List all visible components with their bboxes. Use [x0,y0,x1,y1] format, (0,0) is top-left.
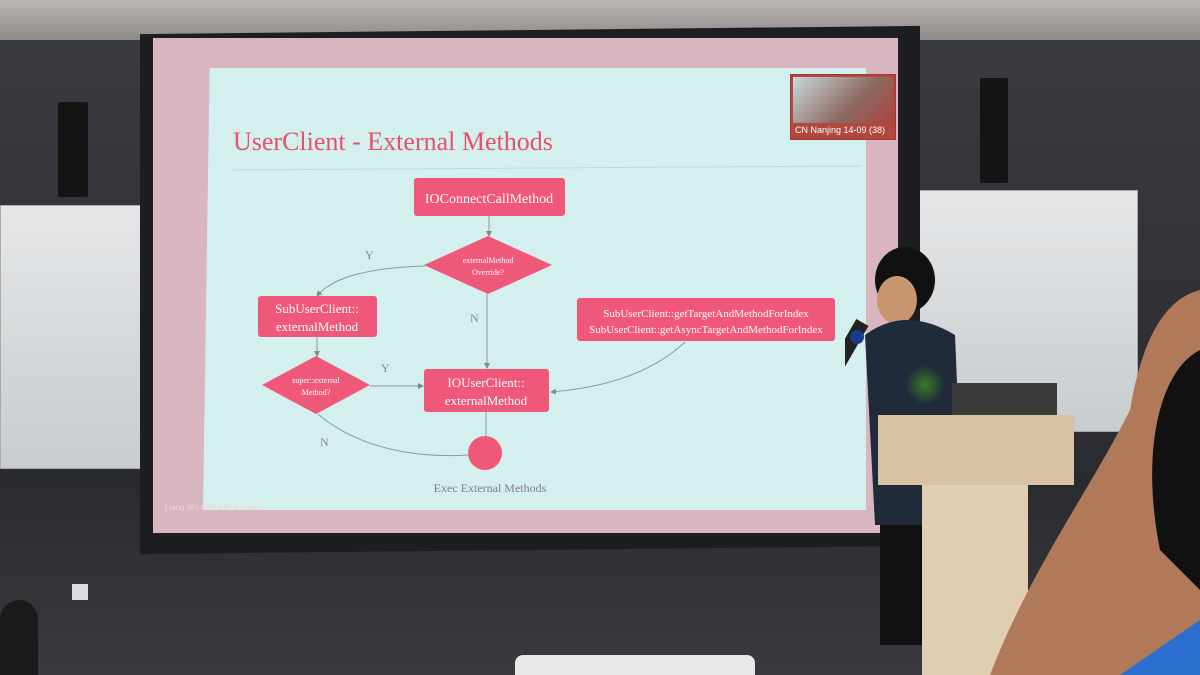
decision-override-label: externalMethod [463,256,514,265]
slide-title: UserClient - External Methods [233,127,553,156]
edge-label-n: N [320,435,329,449]
screen-share-footer: Liang Wu (RD-CN)'s screen [165,503,264,512]
video-feed [793,77,893,123]
decision-override-label: Override? [472,268,504,277]
title-divider [231,165,861,171]
node-end [468,436,502,470]
end-label: Exec External Methods [434,481,547,495]
edge-label-y: Y [381,361,390,375]
node-index-label: SubUserClient::getTargetAndMethodForInde… [603,308,809,320]
laptop [952,383,1057,415]
node-start [414,178,565,216]
node-index-methods [577,298,835,341]
node-io-label: IOUserClient:: [447,375,524,390]
node-sub-external-method [258,296,377,337]
plant [905,365,945,405]
edge-label-y: Y [365,248,374,262]
node-sub-label: SubUserClient:: [275,301,359,316]
chair [515,655,755,675]
edge-label-n: N [470,311,479,325]
video-thumbnail-label: CN Nanjing 14-09 (38) [795,125,886,135]
audience-arm [990,290,1200,675]
whiteboard-left [0,205,147,469]
speaker-right [980,78,1008,183]
slide [203,68,866,510]
node-sub-label: externalMethod [276,319,359,334]
node-start-label: IOConnectCallMethod [425,192,553,207]
audience-head [0,600,38,675]
decision-super-label: Method? [302,388,331,397]
podium-top [878,415,1074,485]
node-io-label: externalMethod [445,393,528,408]
video-thumbnail: CN Nanjing 14-09 (38) [790,74,896,140]
node-io-external-method [424,369,549,412]
power-outlet [72,584,88,600]
decision-override [424,236,552,294]
decision-super-label: super::external [292,376,340,385]
decision-super [262,356,370,414]
speaker-left [58,102,88,197]
node-index-label: SubUserClient::getAsyncTargetAndMethodFo… [589,324,823,336]
